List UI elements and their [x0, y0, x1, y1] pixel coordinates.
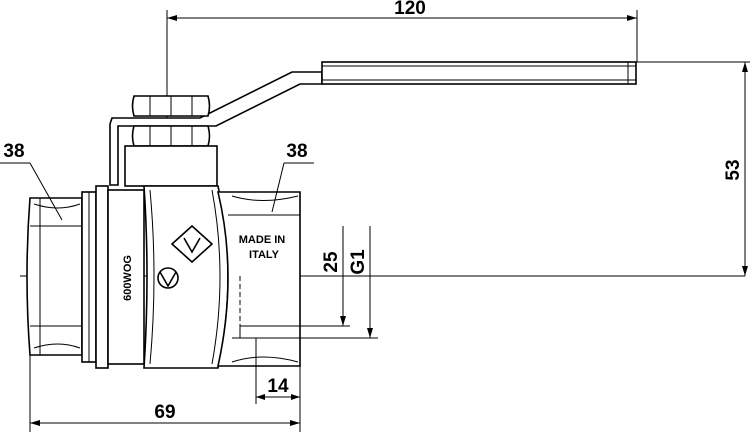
right-hex-end: MADE IN ITALY: [216, 191, 301, 367]
dimension-body-width: 69: [29, 355, 301, 432]
dimension-thread-size: G1: [300, 226, 378, 339]
dimension-height: 53: [620, 61, 750, 276]
origin-marking-line2: ITALY: [249, 249, 280, 261]
dim-69-label: 69: [154, 402, 175, 423]
stem-nut: [124, 95, 218, 187]
dimension-bore: 25: [300, 226, 350, 327]
leader-hex-right: 38: [271, 141, 314, 213]
dim-53-label: 53: [723, 159, 744, 180]
dimension-handle-length: 120: [166, 0, 638, 200]
dim-38-right-label: 38: [286, 141, 307, 162]
dimension-thread-depth: 14: [255, 366, 300, 404]
dim-38-left-label: 38: [3, 141, 24, 162]
handle-lever: [109, 61, 637, 186]
left-hex-end: [26, 185, 145, 369]
brand-logo-icon: [170, 224, 214, 264]
dim-14-label: 14: [267, 376, 289, 397]
internal-thread: [239, 276, 300, 366]
flow-direction-icon: [157, 267, 179, 289]
dim-g1-label: G1: [348, 249, 369, 275]
pressure-rating-marking: 600WOG: [122, 255, 134, 301]
origin-marking-line1: MADE IN: [239, 234, 286, 246]
valve-body: 600WOG: [122, 185, 229, 369]
leader-hex-left: 38: [0, 141, 63, 221]
dim-25-label: 25: [321, 251, 342, 273]
dim-120-label: 120: [394, 0, 426, 19]
